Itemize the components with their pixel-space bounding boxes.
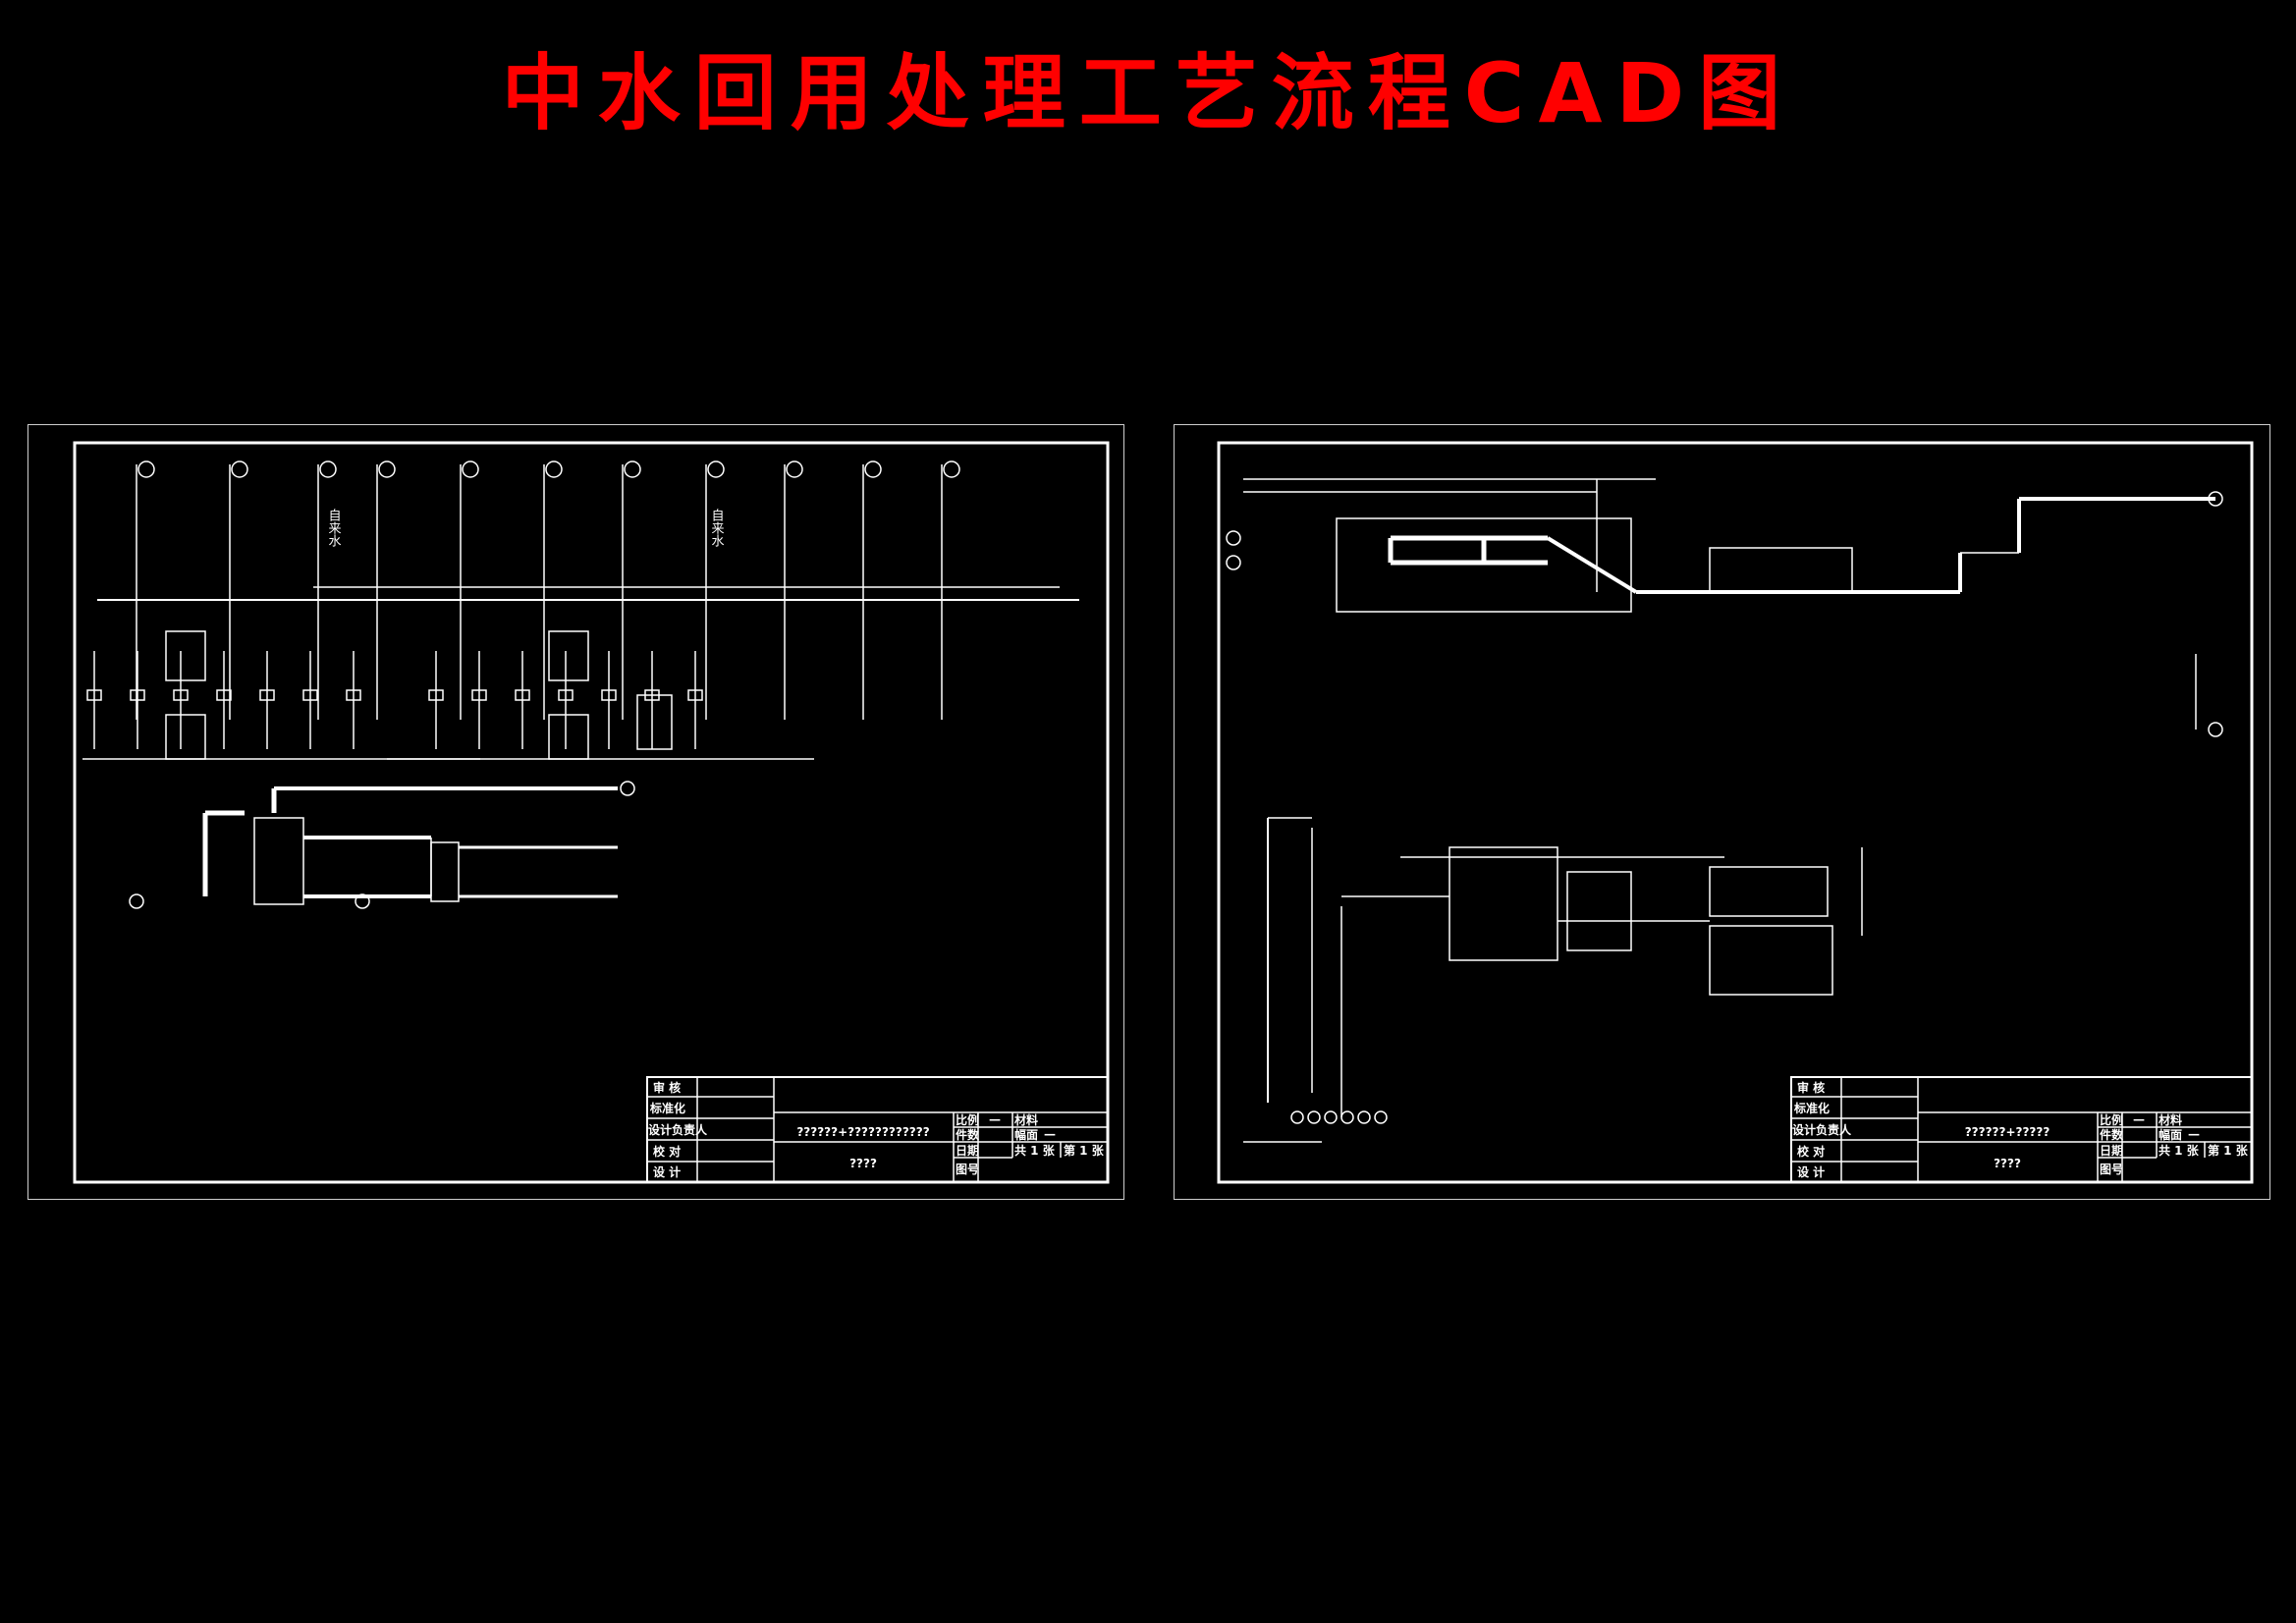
gauge-circle [1357,1110,1371,1124]
gauge-circle [1290,1110,1304,1124]
connection-circle [1226,530,1241,546]
title-block-count-label: 件数 [956,1127,980,1142]
title-block-total-sheets: 共 1 张 [1014,1143,1056,1158]
tank [1709,925,1833,996]
title-block-standardization: 标准化 [1793,1101,1830,1115]
title-block-drawing-name: ??????+???????????? [796,1125,929,1139]
title-block-drawing-name: ??????+????? [1965,1125,2050,1139]
title-block-sheet-size-value: — [1044,1127,1056,1141]
connection-circle [2208,722,2223,737]
connection-circle [1226,555,1241,570]
title-block-scale-value: — [989,1112,1001,1126]
pump [355,893,370,909]
gauge-circle [1340,1110,1354,1124]
tank [548,630,589,681]
title-block-date-label: 日期 [2100,1143,2123,1158]
tap-water-label: 自来水 [326,509,342,547]
title-block-standardization: 标准化 [649,1101,685,1115]
instrument-circle [864,460,882,478]
instrument-circle [378,460,396,478]
product-tank [1709,866,1829,917]
title-block-sheet-number: 第 1 张 [1064,1143,1105,1158]
title-block-scale-value: — [2133,1112,2145,1126]
title-block-sheet-size-label: 幅面 [1014,1127,1038,1142]
title-block-review: 审 核 [653,1080,681,1095]
tank [165,714,206,760]
title-block-total-sheets: 共 1 张 [2159,1143,2200,1158]
title-block-count-label: 件数 [2100,1127,2124,1142]
title-block-design: 设 计 [1797,1164,1825,1179]
instrument-circle [624,460,641,478]
tank [165,630,206,681]
title-block-date-label: 日期 [956,1143,979,1158]
inlet-circle [129,893,144,909]
title-block-drawing-no-label: 图号 [956,1162,979,1176]
outlet-circle [620,781,635,796]
title-block-scale-label: 比例 [2100,1112,2123,1127]
instrument-circle [943,460,960,478]
filter-tank [430,841,460,902]
drawing-sheet-right: 审 核标准化设计负责人校 对设 计 ??????+????????? 比例 — 材料件数… [1174,424,2270,1200]
gauge-circle [1307,1110,1321,1124]
instrument-circle [231,460,248,478]
membrane-unit [1709,547,1853,593]
gauge-circle [1374,1110,1388,1124]
title-block-check: 校 对 [1797,1144,1825,1159]
title-block-scale-label: 比例 [956,1112,979,1127]
title-block-sheet-size-value: — [2188,1127,2200,1141]
gauge-circle [1324,1110,1338,1124]
treatment-unit [1336,517,1632,613]
instrument-circle [319,460,337,478]
title-block-sheet-number: 第 1 张 [2208,1143,2249,1158]
title-block-design-lead: 设计负责人 [648,1122,708,1137]
tap-water-label: 自来水 [709,509,725,547]
tank [1566,871,1632,951]
title-block-drawing-no-label: 图号 [2100,1162,2123,1176]
drawing-sheet-left: 自来水 自来水 审 核标准化设计负责人校 对设 计 ??????+????????… [27,424,1124,1200]
page-title: 中水回用处理工艺流程CAD图 [501,45,1795,141]
tank [548,714,589,760]
title-block-project-name: ???? [1994,1157,2021,1170]
pipe-line [1546,536,1638,594]
title-block-border [646,1076,1109,1183]
title-block-review: 审 核 [1797,1080,1825,1095]
instrument-circle [545,460,563,478]
title-block-design-lead: 设计负责人 [1792,1122,1852,1137]
ro-rack [1449,846,1558,961]
title-block-check: 校 对 [653,1144,681,1159]
title-block-material-label: 材料 [1013,1112,1038,1127]
title-block-sheet-size-label: 幅面 [2159,1127,2182,1142]
storage-tank [253,817,304,905]
title-block-project-name: ???? [849,1157,877,1170]
instrument-circle [462,460,479,478]
connection-circle [2208,491,2223,507]
title-block-material-label: 材料 [2158,1112,2182,1127]
diagram-linework [1226,478,2223,1143]
diagram-linework [82,460,1079,909]
tank [636,694,673,750]
instrument-circle [137,460,155,478]
title-block-design: 设 计 [653,1164,681,1179]
instrument-circle [707,460,725,478]
instrument-circle [786,460,803,478]
title-block-border [1790,1076,2253,1183]
